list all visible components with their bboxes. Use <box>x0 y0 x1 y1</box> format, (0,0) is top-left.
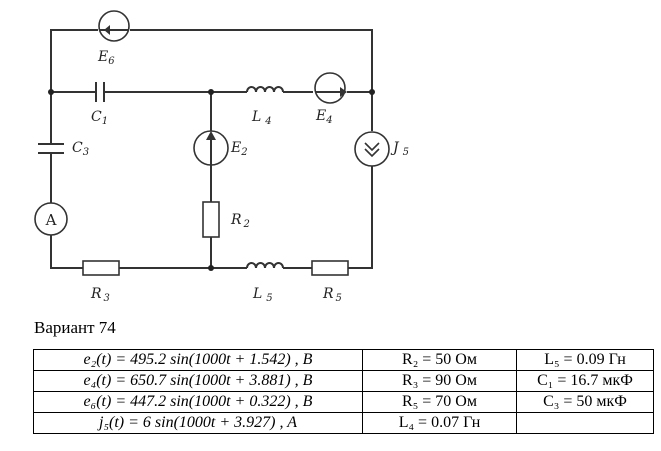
r3-resistor <box>82 260 120 276</box>
table-row: e₂(t) = 495.2 sin(1000t + 1.542) , B R₂ … <box>33 349 654 371</box>
table-cell: L₄ = 0.07 Гн <box>362 412 517 434</box>
table-cell: R₅ = 70 Ом <box>362 391 517 413</box>
table-row: e₄(t) = 650.7 sin(1000t + 3.881) , B R₃ … <box>33 370 654 392</box>
table-cell: j₅(t) = 6 sin(1000t + 3.927) , A <box>33 412 363 434</box>
ammeter-label: A <box>45 211 57 229</box>
table-cell: e₄(t) = 650.7 sin(1000t + 3.881) , B <box>33 370 363 392</box>
table-row: e₆(t) = 447.2 sin(1000t + 0.322) , B R₅ … <box>33 391 654 413</box>
parameters-table: e₂(t) = 495.2 sin(1000t + 1.542) , B R₂ … <box>33 349 654 434</box>
e2-source <box>193 130 229 166</box>
label-e6: E6 <box>97 49 115 67</box>
c3-capacitor <box>38 143 64 154</box>
r2-resistor <box>202 201 220 238</box>
label-c3: C3 <box>72 140 89 158</box>
table-cell: C₁ = 16.7 мкФ <box>516 370 654 392</box>
ammeter: A <box>34 202 68 236</box>
j5-current-source <box>354 131 390 167</box>
junction-nodes <box>48 89 375 271</box>
table-cell: e₆(t) = 447.2 sin(1000t + 0.322) , B <box>33 391 363 413</box>
table-cell: R₃ = 90 Ом <box>362 370 517 392</box>
label-e2: E2 <box>230 140 248 158</box>
table-cell: C₃ = 50 мкФ <box>516 391 654 413</box>
table-cell: e₂(t) = 495.2 sin(1000t + 1.542) , B <box>33 349 363 371</box>
l5-inductor <box>246 262 284 269</box>
label-c1: C1 <box>91 109 108 127</box>
c1-capacitor <box>95 82 105 102</box>
table-row: j₅(t) = 6 sin(1000t + 3.927) , A L₄ = 0.… <box>33 412 654 434</box>
e6-source <box>98 10 130 42</box>
table-cell <box>516 412 654 434</box>
variant-label: Вариант 74 <box>34 318 116 337</box>
table-cell: L₅ = 0.09 Гн <box>516 349 654 371</box>
e4-source <box>314 72 347 104</box>
r5-resistor <box>311 260 349 276</box>
l4-inductor <box>246 86 284 93</box>
label-e4: E4 <box>315 108 333 126</box>
table-cell: R₂ = 50 Ом <box>362 349 517 371</box>
